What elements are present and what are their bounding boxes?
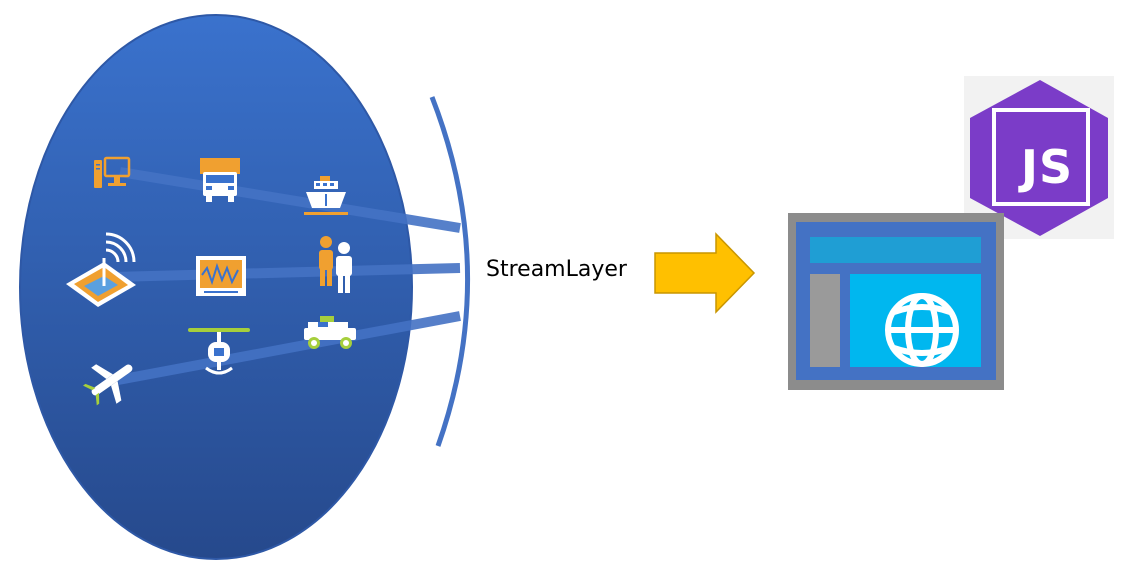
stream-line-bottom [117, 311, 461, 385]
stream-line-middle [111, 263, 461, 282]
helicopter-icon [188, 328, 250, 375]
stream-layer-label: StreamLayer [486, 257, 627, 282]
people-icon [319, 236, 352, 293]
stream-arc [429, 96, 470, 447]
web-map-window [788, 213, 1004, 390]
sensor-chart-icon [196, 256, 246, 296]
stream-lines [111, 167, 461, 385]
satellite-map-icon [66, 232, 136, 307]
computer-icon [94, 156, 131, 188]
airplane-icon [82, 364, 133, 406]
ship-icon [304, 176, 348, 215]
truck-icon [200, 158, 240, 202]
globe-icon [885, 293, 959, 367]
stream-line-top [119, 167, 461, 233]
vehicle-icon [304, 316, 356, 349]
js-badge-label: JS [1020, 140, 1074, 194]
arrow-right-icon [654, 232, 756, 314]
js-badge [964, 76, 1114, 239]
